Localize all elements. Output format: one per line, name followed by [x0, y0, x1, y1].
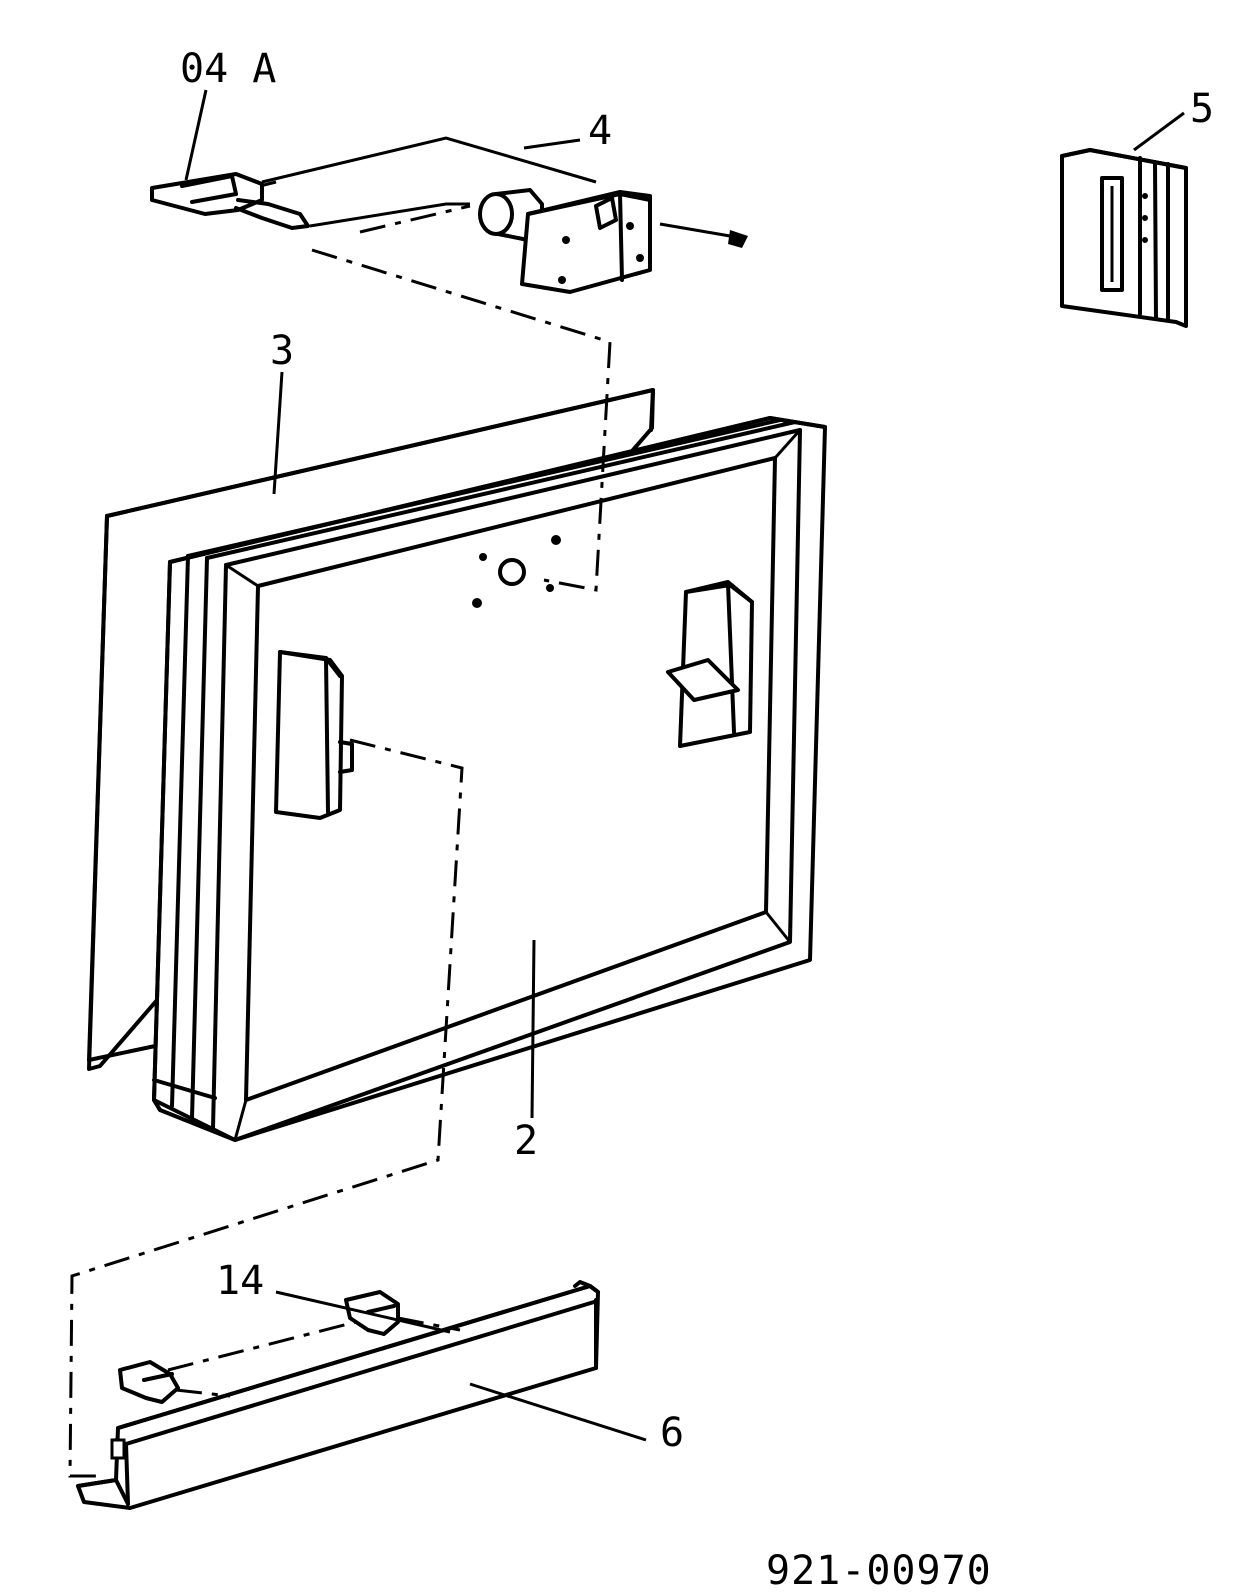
hinge-bracket-right: [666, 580, 754, 748]
leader-lines: [184, 89, 1185, 1442]
label-part-14: 14: [216, 1258, 264, 1304]
door-frame-part-2: [152, 416, 827, 1142]
label-part-6: 6: [660, 1410, 684, 1456]
screw: [659, 222, 748, 248]
bottom-rail-part-6: [76, 1280, 600, 1510]
clip-lower: [118, 1360, 180, 1404]
part-4-bracket-lines: [261, 136, 597, 228]
hinge-bracket-left: [274, 650, 354, 820]
label-part-04a: 04 A: [180, 46, 276, 92]
trim-piece-part-5: [1060, 148, 1188, 328]
label-part-4: 4: [588, 108, 612, 154]
label-part-3: 3: [270, 328, 294, 374]
lock-mounting-holes: [472, 535, 561, 608]
label-part-5: 5: [1190, 86, 1214, 132]
document-id: 921-00970: [766, 1548, 992, 1594]
assembly-lines: [68, 204, 612, 1478]
key-part-04a: [150, 172, 310, 230]
lock-assembly-part-4: [478, 188, 652, 294]
label-part-2: 2: [514, 1118, 538, 1164]
